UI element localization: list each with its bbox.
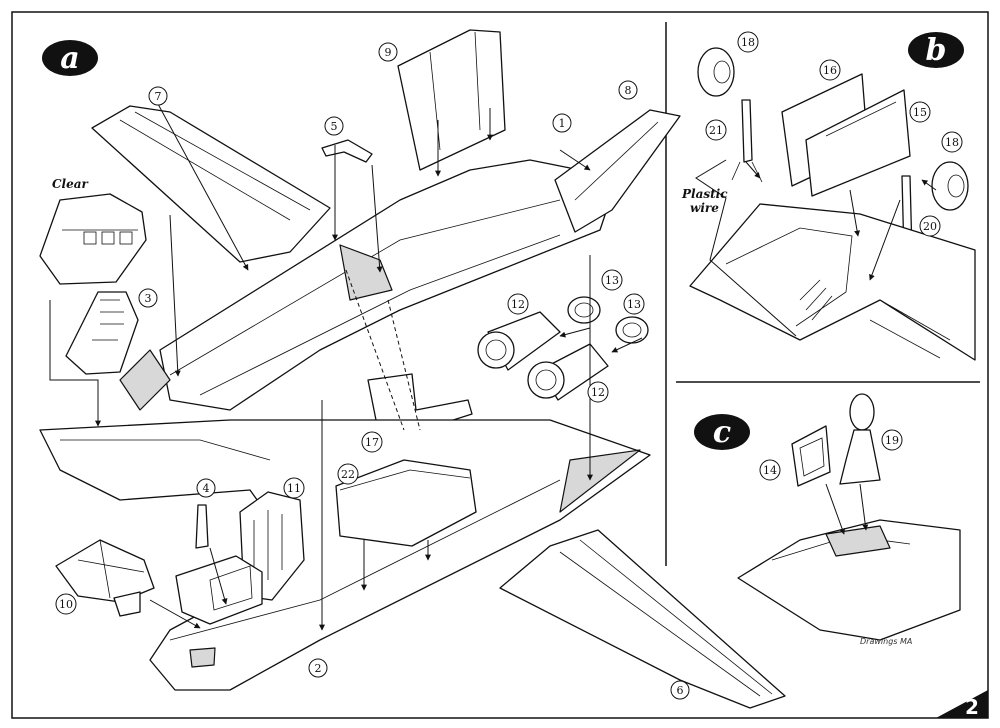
callout-6: 6 (670, 680, 690, 700)
svg-text:6: 6 (677, 684, 684, 697)
callout-16: 16 (819, 59, 841, 81)
callout-13-upper: 13 (601, 269, 623, 291)
door-part-14 (791, 425, 831, 487)
wheel-part-18-right (931, 161, 969, 211)
svg-text:20: 20 (923, 220, 937, 233)
panel-a-badge: a (42, 40, 98, 76)
wheel-part-18-left (697, 47, 735, 97)
callout-9: 9 (378, 42, 398, 62)
callout-20: 20 (919, 215, 941, 237)
svg-text:2: 2 (315, 662, 322, 675)
canopy-clear-part (39, 193, 147, 285)
callout-10: 10 (55, 593, 77, 615)
callout-15: 15 (909, 101, 931, 123)
callout-17: 17 (361, 431, 383, 453)
part-5 (321, 139, 373, 163)
engine-part-12-upper (477, 311, 561, 371)
strut-part-21 (741, 99, 753, 163)
drawings-credit: Drawings MA (860, 637, 912, 646)
svg-text:3: 3 (145, 292, 152, 305)
note-plastic: Plastic (681, 187, 728, 201)
callout-4: 4 (196, 478, 216, 498)
callout-18-left: 18 (737, 31, 759, 53)
fin-part-9 (397, 29, 506, 171)
wing-underside-panel-b (689, 203, 976, 361)
note-wire: wire (690, 201, 719, 215)
svg-text:13: 13 (605, 274, 619, 287)
callout-5: 5 (324, 116, 344, 136)
panel-b-letter: b (926, 33, 947, 68)
note-clear: Clear (52, 177, 90, 191)
svg-text:8: 8 (625, 84, 632, 97)
svg-text:10: 10 (59, 598, 73, 611)
svg-text:7: 7 (155, 90, 162, 103)
panel-c-letter: c (713, 415, 731, 450)
wing-part-7 (91, 105, 331, 263)
tailplane-part-8 (554, 109, 681, 233)
engine-part-12-lower (527, 343, 609, 401)
panel-b-badge: b (908, 32, 964, 68)
callout-7: 7 (148, 86, 168, 106)
stick-part-4 (195, 504, 209, 549)
gear-part-19 (839, 393, 881, 485)
panel-a-letter: a (60, 41, 79, 76)
svg-text:12: 12 (511, 298, 525, 311)
callout-11: 11 (283, 477, 305, 499)
svg-text:21: 21 (709, 124, 723, 137)
page-number-tab: 2 (936, 690, 988, 719)
callout-12-upper: 12 (507, 293, 529, 315)
svg-text:19: 19 (885, 434, 899, 447)
svg-text:12: 12 (591, 386, 605, 399)
callout-22: 22 (337, 463, 359, 485)
svg-text:16: 16 (823, 64, 837, 77)
page-border (11, 11, 989, 719)
door-part-15 (805, 89, 911, 197)
svg-text:4: 4 (203, 482, 210, 495)
svg-text:18: 18 (945, 136, 959, 149)
panel-c-badge: c (694, 414, 750, 450)
nose-section-panel-c (737, 519, 961, 641)
seat-part-3 (65, 291, 139, 375)
callout-1: 1 (552, 113, 572, 133)
callout-13-lower: 13 (623, 293, 645, 315)
svg-text:17: 17 (365, 436, 379, 449)
svg-text:13: 13 (627, 298, 641, 311)
nozzle-part-13-lower (615, 316, 649, 344)
svg-text:22: 22 (341, 468, 355, 481)
svg-text:1: 1 (559, 117, 566, 130)
svg-text:15: 15 (913, 106, 927, 119)
nozzle-part-13-upper (567, 296, 601, 324)
lower-fuselage-part-2 (39, 419, 651, 691)
callout-12-lower: 12 (587, 381, 609, 403)
callout-19: 19 (881, 429, 903, 451)
svg-text:5: 5 (331, 120, 338, 133)
callout-21: 21 (705, 119, 727, 141)
callout-3: 3 (138, 288, 158, 308)
callout-14: 14 (759, 459, 781, 481)
svg-text:9: 9 (385, 46, 392, 59)
callout-18-right: 18 (941, 131, 963, 153)
callout-2: 2 (308, 658, 328, 678)
svg-text:18: 18 (741, 36, 755, 49)
page-number: 2 (965, 695, 979, 719)
callout-8: 8 (618, 80, 638, 100)
svg-text:11: 11 (287, 482, 301, 495)
wing-part-6 (499, 529, 786, 709)
svg-text:14: 14 (763, 464, 777, 477)
